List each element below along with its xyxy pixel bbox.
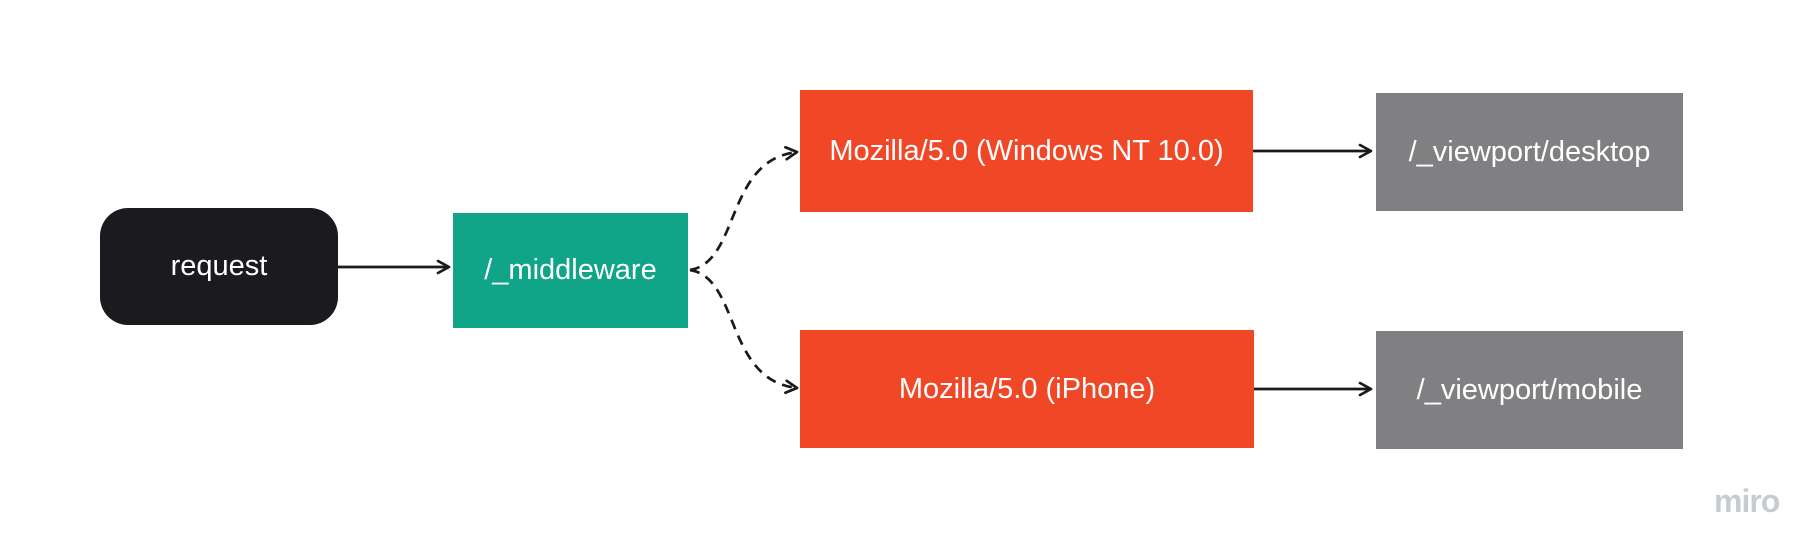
node-viewport-desktop[interactable]: /_viewport/desktop bbox=[1376, 93, 1683, 211]
node-middleware-label: /_middleware bbox=[484, 254, 657, 287]
edge-middleware-to-ua-desktop[interactable] bbox=[689, 145, 799, 272]
node-viewport-mobile-label: /_viewport/mobile bbox=[1416, 373, 1643, 406]
edge-middleware-to-ua-mobile[interactable] bbox=[689, 268, 799, 395]
node-request-label: request bbox=[170, 250, 268, 283]
node-ua-desktop-label: Mozilla/5.0 (Windows NT 10.0) bbox=[829, 134, 1224, 167]
node-request[interactable]: request bbox=[100, 208, 338, 325]
node-ua-mobile[interactable]: Mozilla/5.0 (iPhone) bbox=[800, 330, 1254, 448]
node-viewport-mobile[interactable]: /_viewport/mobile bbox=[1376, 331, 1683, 449]
node-viewport-desktop-label: /_viewport/desktop bbox=[1408, 135, 1651, 168]
node-middleware[interactable]: /_middleware bbox=[453, 213, 688, 328]
node-ua-desktop[interactable]: Mozilla/5.0 (Windows NT 10.0) bbox=[800, 90, 1253, 212]
miro-watermark: miro bbox=[1714, 483, 1780, 519]
node-ua-mobile-label: Mozilla/5.0 (iPhone) bbox=[898, 372, 1156, 405]
